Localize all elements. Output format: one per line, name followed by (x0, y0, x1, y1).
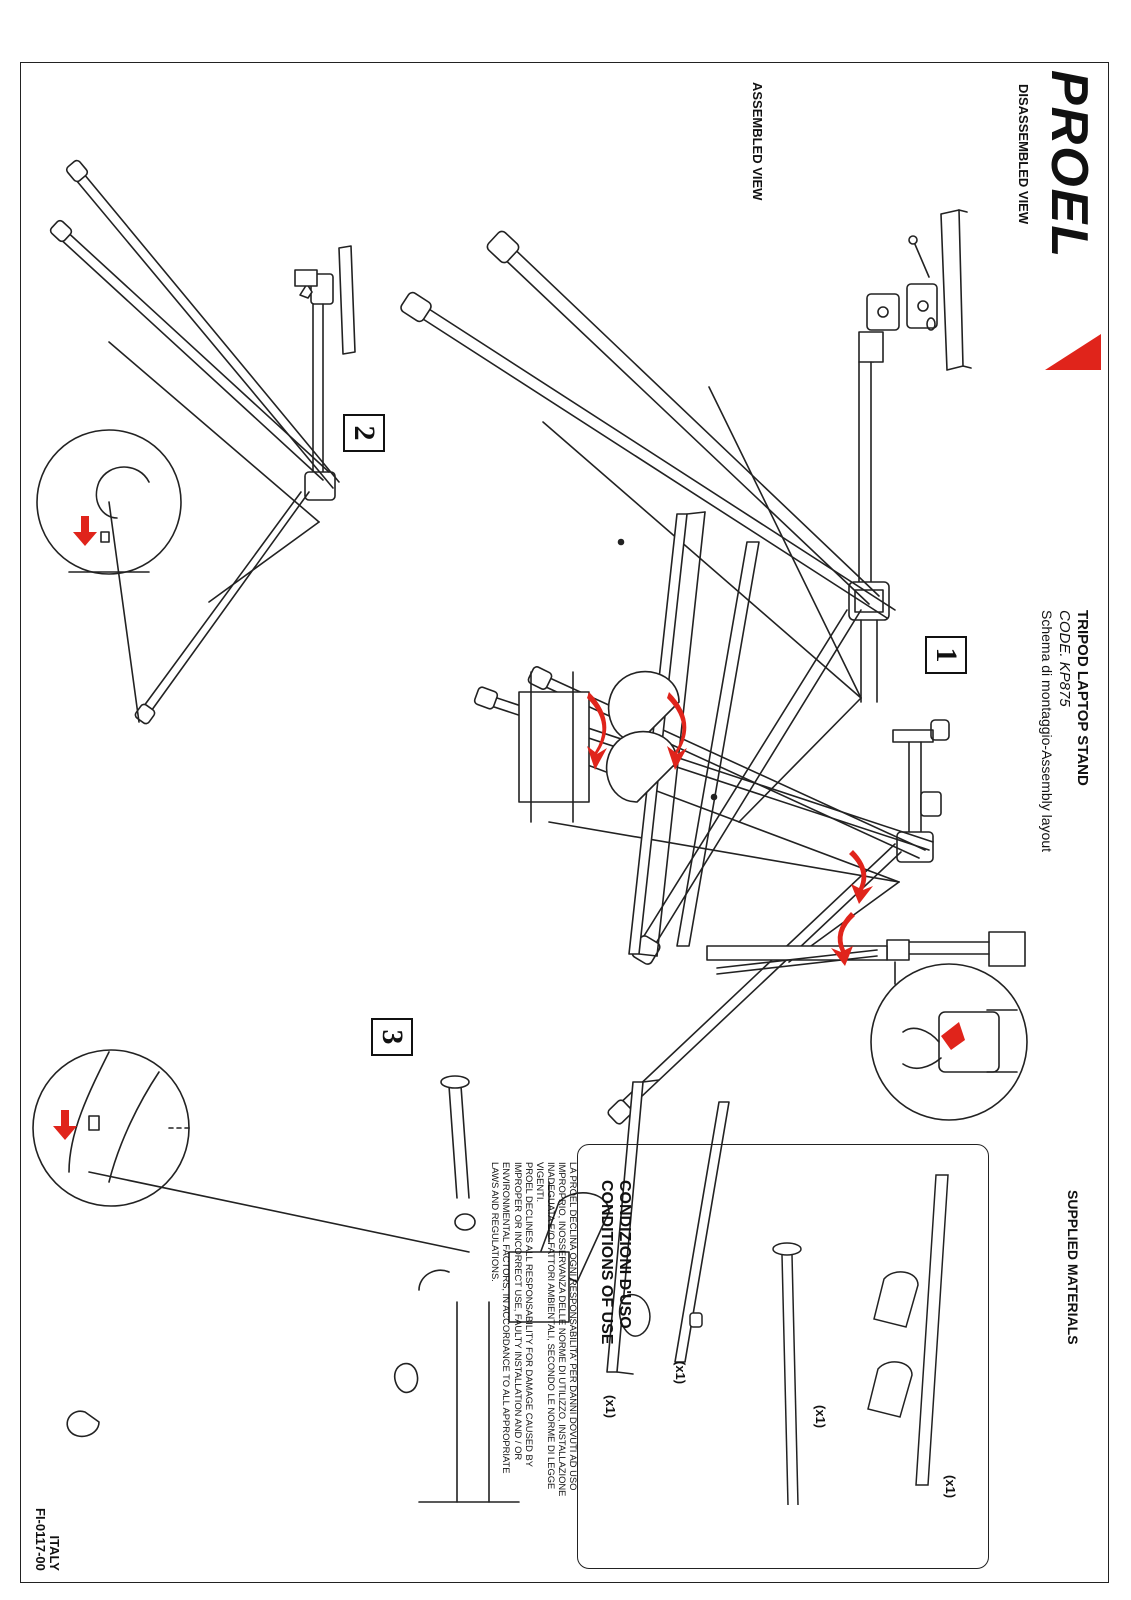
red-arrow-icon (941, 1022, 965, 1050)
rotation-arrows (53, 516, 965, 1140)
red-arrow-icon (53, 1110, 77, 1140)
supplied-parts-drawing (618, 1174, 949, 1506)
supplied-materials-heading: SUPPLIED MATERIALS (1065, 1190, 1081, 1345)
step-number-1: 1 (925, 636, 967, 674)
assembled-view-label: ASSEMBLED VIEW (750, 82, 765, 201)
step-number-3: 3 (371, 1018, 413, 1056)
red-arrow-icon (849, 850, 873, 904)
assembly-drawings (32, 159, 1028, 1503)
step3-tray-drawing (66, 1075, 730, 1503)
product-title: TRIPOD LAPTOP STAND (1074, 610, 1091, 786)
step2-tray-drawing (518, 511, 760, 957)
assembled-tripod-drawing (49, 159, 356, 725)
page-border (20, 62, 1109, 1583)
screw-qty: (x1) (813, 1405, 828, 1429)
conditions-heading: CONDIZIONI D'USO CONDITIONS OF USE (596, 1180, 633, 1344)
brand-logo: PROEL (1040, 70, 1098, 260)
assembly-sheet: PROEL DISASSEMBLED VIEW ASSEMBLED VIEW T… (20, 62, 1109, 1583)
conditions-text: LA PROEL DECLINA OGNI RESPONSABILITA' PE… (490, 1162, 579, 1502)
conditions-heading-en: CONDITIONS OF USE (597, 1180, 615, 1345)
red-arrow-icon (587, 692, 607, 770)
brand-mark-icon (1045, 334, 1101, 370)
conditions-heading-it: CONDIZIONI D'USO (616, 1180, 633, 1329)
red-arrow-icon (73, 516, 97, 546)
conditions-text-it: LA PROEL DECLINA OGNI RESPONSABILITA' PE… (534, 1162, 579, 1497)
supplied-materials-box: (x1) (x1) (x1) (x1) (577, 1144, 989, 1569)
step2-detail-magnifier (36, 429, 182, 723)
conditions-text-en: PROEL DECLINES ALL RESPONSABILITY FOR DA… (490, 1162, 535, 1474)
disassembled-view-label: DISASSEMBLED VIEW (1016, 84, 1031, 225)
product-code: CODE. KP875 (1056, 610, 1073, 707)
footer-country: ITALY (47, 1535, 62, 1571)
disassembled-tripod-drawing (400, 209, 972, 965)
washer-qty: (x1) (673, 1361, 688, 1385)
red-arrow-icon (667, 692, 687, 770)
step-number-2: 2 (343, 414, 385, 452)
folded-tripod-drawing (706, 931, 1026, 975)
tray-qty: (x1) (943, 1475, 958, 1499)
product-title-block: TRIPOD LAPTOP STAND CODE. KP875 Schema d… (1038, 610, 1091, 852)
knob-qty: (x1) (603, 1395, 618, 1419)
red-arrow-icon (831, 912, 855, 966)
step3-detail-magnifier (32, 1049, 470, 1253)
footer-block: ITALY FI-0117-00 (32, 1508, 62, 1571)
footer-doc-code: FI-0117-00 (32, 1508, 48, 1571)
product-subtitle: Schema di montaggio-Assembly layout (1039, 610, 1055, 853)
